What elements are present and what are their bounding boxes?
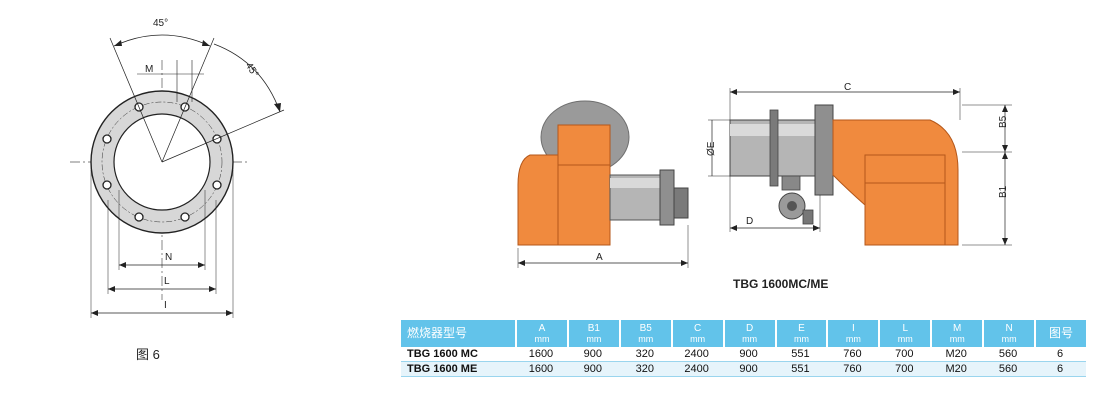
cell-a: 1600 bbox=[515, 362, 567, 377]
dim-d-label: D bbox=[746, 216, 753, 227]
cell-i: 760 bbox=[826, 362, 879, 377]
cell-c: 2400 bbox=[670, 362, 723, 377]
burner-body-upper bbox=[557, 124, 611, 246]
cell-d: 900 bbox=[722, 347, 775, 362]
cell-b5: 320 bbox=[618, 347, 671, 362]
dim-a-label: A bbox=[596, 252, 603, 263]
cell-figure-no: 6 bbox=[1034, 347, 1086, 362]
dim-b1-label: B1 bbox=[998, 185, 1009, 198]
cell-m: M20 bbox=[930, 362, 983, 377]
model-title: TBG 1600MC/ME bbox=[733, 277, 829, 291]
angle-line-left bbox=[109, 37, 163, 163]
cell-d: 900 bbox=[722, 362, 775, 377]
tube-flange bbox=[659, 169, 675, 226]
mount-flange bbox=[814, 104, 834, 196]
angle-line-right bbox=[161, 37, 215, 163]
header-figure-no: 图号 bbox=[1034, 320, 1086, 347]
cell-n: 560 bbox=[982, 362, 1035, 377]
cell-a: 1600 bbox=[515, 347, 567, 362]
cell-m: M20 bbox=[930, 347, 983, 362]
cell-l: 700 bbox=[878, 362, 931, 377]
cell-i: 760 bbox=[826, 347, 879, 362]
cell-model: TBG 1600 MC bbox=[401, 347, 515, 362]
dim-c-label: C bbox=[844, 82, 851, 93]
table-row: TBG 1600 ME 1600 900 320 2400 900 551 76… bbox=[401, 362, 1086, 377]
bolt-hole bbox=[134, 212, 144, 222]
burner-side-view: A bbox=[517, 100, 689, 268]
bolt-circle bbox=[101, 101, 223, 223]
cell-b5: 320 bbox=[618, 362, 671, 377]
angle-label-top: 45° bbox=[153, 18, 168, 29]
bolt-hole bbox=[212, 180, 222, 190]
header-model: 燃烧器型号 bbox=[401, 320, 515, 347]
bolt-hole bbox=[102, 134, 112, 144]
flange-drawing: 45° 45° M N L I bbox=[70, 18, 285, 318]
cell-model: TBG 1600 ME bbox=[401, 362, 515, 377]
angle-arc-top bbox=[113, 34, 211, 47]
cell-figure-no: 6 bbox=[1034, 362, 1086, 377]
cell-e: 551 bbox=[774, 347, 827, 362]
bolt-hole bbox=[212, 134, 222, 144]
cell-b1: 900 bbox=[566, 362, 619, 377]
dim-l-label: L bbox=[164, 276, 170, 287]
bolt-hole bbox=[180, 212, 190, 222]
dim-i-label: I bbox=[164, 300, 167, 311]
figure-caption: 图 6 bbox=[136, 347, 160, 362]
tube-nozzle bbox=[673, 187, 689, 219]
dim-m-label: M bbox=[145, 64, 153, 75]
dim-e-label: ØE bbox=[706, 141, 717, 156]
angle-arc-side bbox=[213, 43, 281, 113]
cell-l: 700 bbox=[878, 347, 931, 362]
bolt-hole bbox=[102, 180, 112, 190]
burner-front-view: C ØE D B5 B1 bbox=[706, 82, 1012, 246]
angle-line-side bbox=[161, 109, 285, 163]
dim-b5-label: B5 bbox=[998, 115, 1009, 128]
dim-n-label: N bbox=[165, 252, 172, 263]
cell-n: 560 bbox=[982, 347, 1035, 362]
table-row: TBG 1600 MC 1600 900 320 2400 900 551 76… bbox=[401, 347, 1086, 362]
cell-c: 2400 bbox=[670, 347, 723, 362]
angle-label-side: 45° bbox=[243, 61, 260, 80]
cell-e: 551 bbox=[774, 362, 827, 377]
cell-b1: 900 bbox=[566, 347, 619, 362]
